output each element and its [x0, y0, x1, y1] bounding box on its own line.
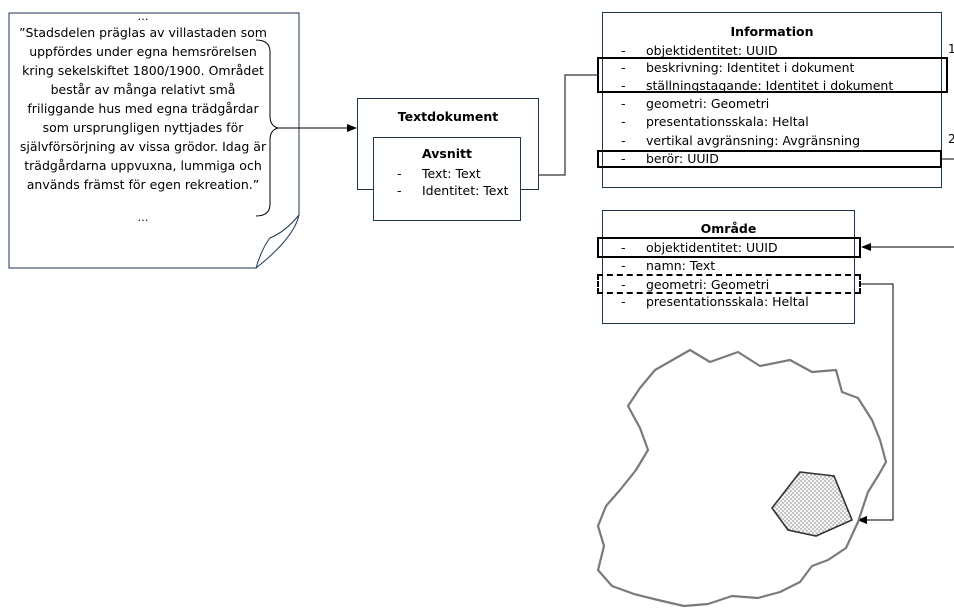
- highlight-objektidentitet: [597, 237, 861, 258]
- highlighted-area: [770, 471, 854, 537]
- connector-info-to-avsnitt: [529, 74, 597, 179]
- multiplicity-mark-1: 1: [948, 42, 954, 56]
- quote-line: består av många relativt små: [50, 82, 236, 97]
- ellipsis-top: …: [137, 10, 149, 23]
- multiplicity-mark-2: 2: [948, 132, 954, 146]
- quote-document: … ”Stadsdelen präglas av villastaden som…: [14, 10, 272, 256]
- highlight-geometri-dashed: [597, 274, 861, 294]
- quote-line: uppfördes under egna hemsrörelsen: [29, 44, 257, 59]
- document-fold: [255, 214, 300, 269]
- highlight-beskrivning-stallningstagande: [597, 57, 948, 93]
- information-title: Information: [730, 24, 814, 39]
- quote-line: som ursprungligen nyttjades för: [42, 120, 244, 135]
- quote-line: friliggande hus med egna trädgårdar: [27, 101, 259, 116]
- quote-line: ”Stadsdelen präglas av villastaden som: [19, 25, 267, 40]
- quote-line: trädgårdarna uppvuxna, lummiga och: [24, 158, 262, 173]
- information-box: Information - objektidentitet: UUID - be…: [602, 12, 942, 188]
- quote-line: kring sekelskiftet 1800/1900. Området: [22, 63, 264, 78]
- textdokument-title: Textdokument: [397, 109, 499, 124]
- omrade-box: Område - objektidentitet: UUID - namn: T…: [602, 210, 855, 324]
- quote-line: självförsörjning av vissa grödor. Idag ä…: [19, 139, 267, 154]
- district-map: [596, 348, 888, 608]
- ellipsis-bottom: …: [137, 211, 149, 224]
- connector-geometri-to-area: [857, 283, 894, 524]
- avsnitt-title: Avsnitt: [422, 146, 472, 161]
- avsnitt-box: Avsnitt - Text: Text - Identitet: Text: [373, 137, 521, 221]
- omrade-title: Område: [700, 221, 757, 236]
- highlight-beror: [597, 150, 942, 168]
- quote-line: används främst för egen rekreation.”: [26, 177, 260, 192]
